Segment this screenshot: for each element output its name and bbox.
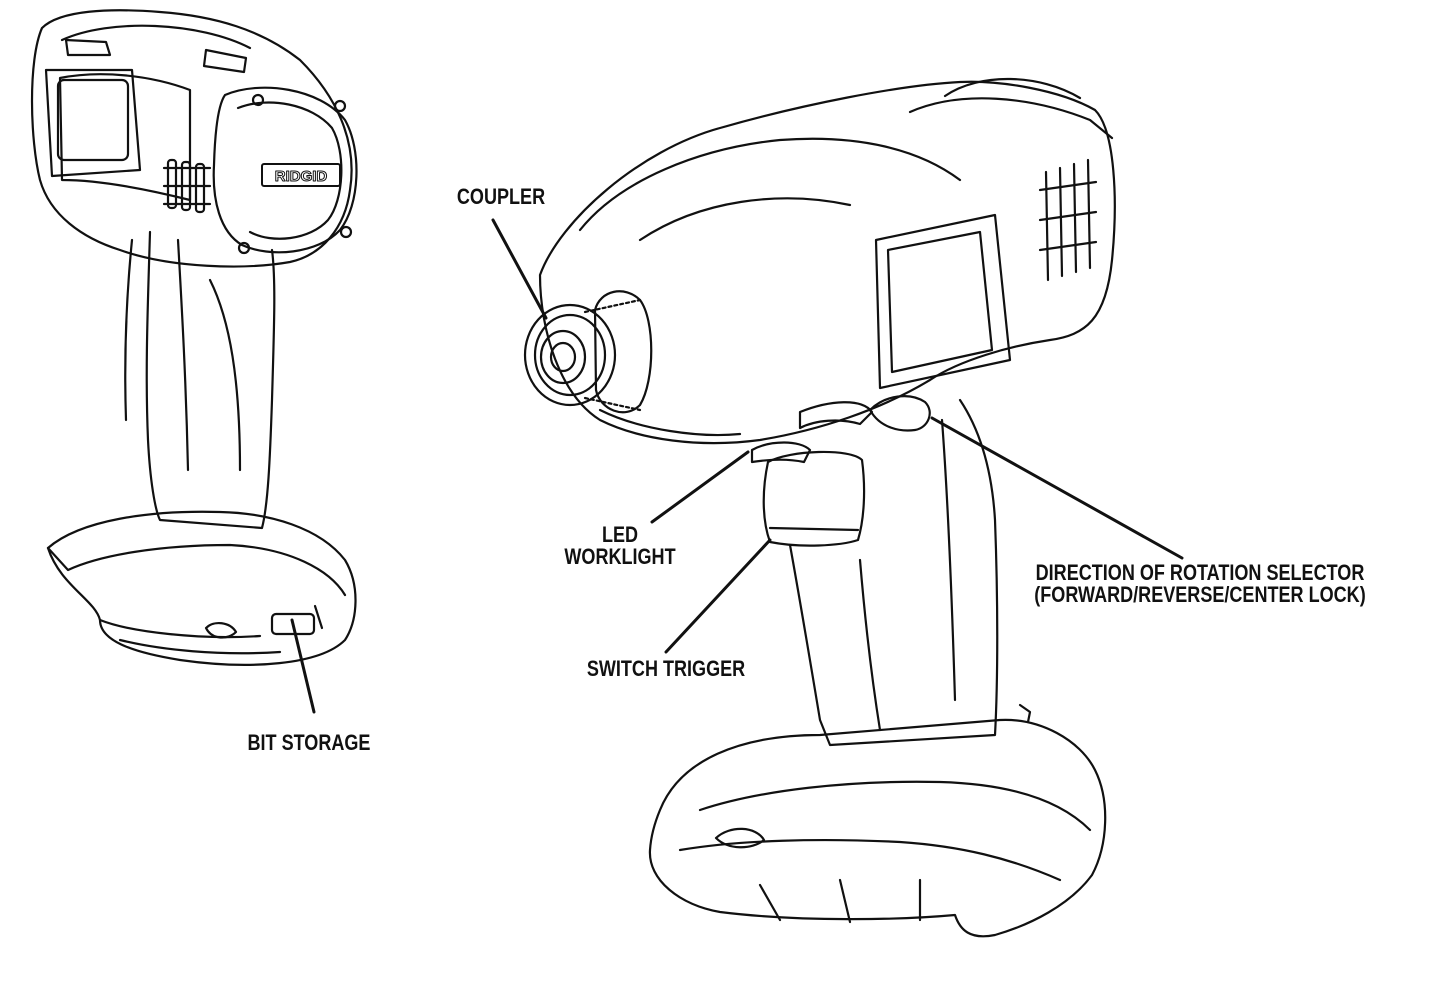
rear-panel-window (56, 78, 130, 162)
bit-storage-label: BIT STORAGE (247, 730, 371, 755)
rear-housing-band (58, 73, 192, 202)
rear-housing-top (60, 24, 252, 50)
front-view-tool (523, 77, 1116, 938)
direction-selector (868, 395, 931, 432)
front-panel-window (886, 230, 994, 374)
switch-trigger-label: SWITCH TRIGGER (586, 656, 746, 681)
switch-trigger-leader (664, 538, 772, 654)
rear-view-tool: RIDGID (30, 9, 358, 666)
switch-trigger (762, 450, 866, 547)
front-vent-slots (1038, 158, 1098, 282)
front-housing (538, 80, 1116, 445)
rear-base (46, 510, 357, 666)
led-worklight-label-line-1: LED (601, 522, 639, 547)
direction-selector-label-line-2: (FORWARD/REVERSE/CENTER LOCK) (1034, 582, 1366, 607)
bit-storage-slot (270, 612, 316, 636)
coupler (523, 303, 617, 407)
coupler-collar (593, 290, 653, 414)
rear-vent-slots (162, 158, 212, 214)
coupler-label: COUPLER (456, 184, 546, 209)
led-worklight-label: LED WORKLIGHT (554, 524, 685, 568)
rear-panel-frame (44, 68, 142, 178)
direction-selector-leader (930, 416, 1184, 560)
brand-logo: RIDGID (275, 168, 328, 185)
leader-lines (290, 218, 1184, 714)
logo-plate (261, 163, 341, 187)
led-worklight-label-line-2: WORKLIGHT (564, 544, 676, 569)
rear-handle (145, 230, 276, 530)
led-worklight-leader (650, 450, 750, 524)
coupler-leader (491, 218, 548, 320)
led-worklight (750, 441, 812, 464)
direction-selector-label-line-1: DIRECTION OF ROTATION SELECTOR (1035, 560, 1365, 585)
bit-storage-leader (290, 618, 316, 714)
rear-housing (30, 9, 353, 268)
direction-selector-label: DIRECTION OF ROTATION SELECTOR (FORWARD/… (1028, 562, 1372, 606)
front-base (648, 718, 1107, 938)
rear-end-cap (212, 86, 358, 254)
front-handle (788, 398, 999, 747)
